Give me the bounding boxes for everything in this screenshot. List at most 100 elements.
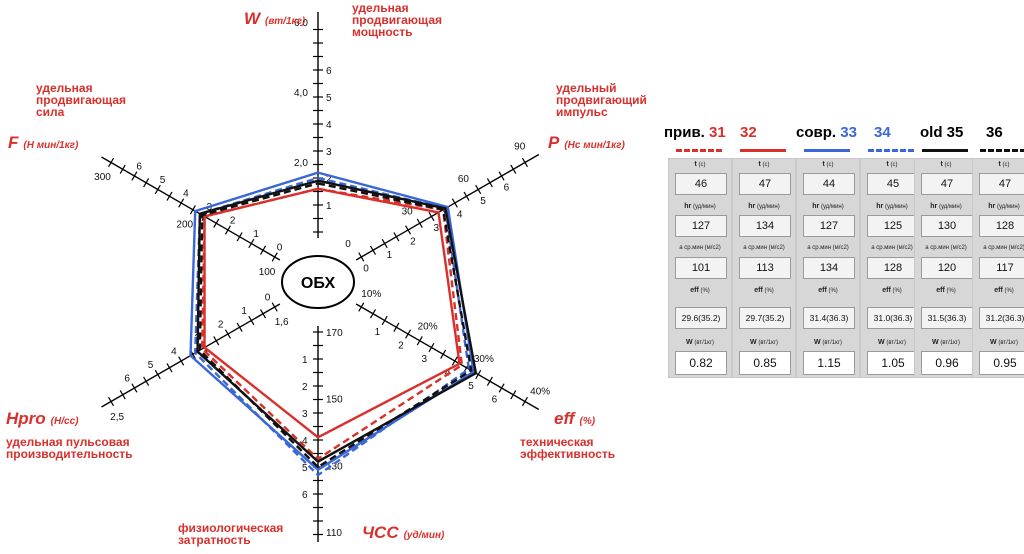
axis-tick: [475, 369, 482, 380]
axis-tick: [486, 376, 493, 386]
axis-tick: [248, 315, 255, 326]
axis-tick: [259, 245, 267, 255]
axis-F: [101, 156, 281, 261]
legend-group: совр.: [796, 124, 837, 141]
axis-tick: [393, 322, 400, 332]
row-label: eff (%): [882, 287, 902, 294]
axis-scale-label: 1: [387, 250, 393, 261]
row-label: W (вт/1кг): [878, 339, 906, 346]
axis-scale-label: 4: [302, 436, 308, 447]
axis-tick: [271, 302, 278, 312]
axis-description: продвигающий: [556, 93, 647, 107]
axis-value-label: 30%: [474, 354, 494, 365]
axis-tick: [358, 252, 365, 262]
axis-tick: [381, 315, 388, 326]
axis-description: продвигающая: [352, 13, 442, 27]
legend-group: old: [920, 124, 943, 141]
radar-chart: 1234562,04,06.00123456030609012345610%20…: [6, 1, 647, 547]
value-box: 125: [867, 215, 919, 237]
value-box: 0.96: [921, 351, 973, 375]
center-oval: [281, 255, 355, 309]
value-box: 46: [675, 173, 727, 195]
value-box: 120: [921, 257, 973, 279]
axis-value-label: 300: [94, 172, 111, 183]
axis-tick: [143, 376, 150, 386]
value-box: 47: [921, 173, 973, 195]
axis-tick: [224, 329, 231, 339]
axis-tick: [131, 383, 138, 393]
value-box: 127: [803, 215, 855, 237]
axis-value-label: 30: [402, 207, 414, 218]
axis-scale-label: 3: [326, 147, 332, 158]
axis-tick: [178, 198, 185, 208]
axis-scale-label: 2: [230, 216, 236, 227]
axis-tick: [498, 383, 505, 393]
axis-tick: [248, 238, 255, 249]
axis-scale-label: 0: [363, 263, 369, 274]
axis-description: затратность: [178, 533, 251, 547]
axis-scale-label: 1: [302, 355, 308, 366]
row-label: W (вт/1кг): [814, 339, 842, 346]
row-label: а ср.мин (м/с2): [871, 245, 913, 251]
axis-value-label: 20%: [418, 322, 438, 333]
axis-tick: [154, 184, 161, 195]
series-35: [196, 179, 478, 464]
row-label: eff (%): [818, 287, 838, 294]
axis-tick: [271, 252, 278, 262]
axis-description: физиологическая: [178, 521, 283, 535]
axis-tick: [416, 218, 423, 228]
axis-description: удельная пульсовая: [6, 435, 130, 449]
axis-tick: [166, 191, 173, 201]
axis-scale-label: 5: [326, 93, 332, 104]
row-label: eff (%): [994, 287, 1014, 294]
value-box: 128: [867, 257, 919, 279]
axis-tick: [213, 218, 220, 228]
row-label: t (с): [940, 161, 952, 168]
axis-title-Hpro: Hpro(Н/сс): [6, 409, 79, 428]
value-box: 0.95: [979, 351, 1024, 375]
axis-tick: [119, 390, 126, 400]
row-label: t (с): [694, 161, 706, 168]
legend-entry-35: old 35: [920, 124, 963, 141]
row-label: eff (%): [690, 287, 710, 294]
row-label: hr (уд/мин): [684, 203, 716, 210]
legend-entry-31: прив. 31: [664, 124, 726, 141]
series-34: [193, 176, 471, 477]
axis-tick: [143, 178, 150, 188]
axis-scale-label: 1: [253, 229, 259, 240]
row-label: hr (уд/мин): [748, 203, 780, 210]
axis-scale-label: 6: [124, 374, 130, 385]
axis-tick: [498, 171, 505, 181]
axis-scale-label: 4: [171, 347, 177, 358]
axis-scale-label: 4: [183, 189, 189, 200]
axis-value-label: 6.0: [294, 18, 308, 29]
axis-title-CHSS: ЧСС(уд/мин): [362, 523, 445, 542]
series-33: [189, 171, 475, 472]
legend-series-number: 33: [840, 124, 857, 141]
axis-value-label: 10%: [361, 289, 381, 300]
axis-value-label: 0: [345, 239, 351, 250]
axis-value-label: 110: [326, 528, 342, 539]
value-box: 29.7(35.2): [739, 307, 791, 329]
axis-scale-label: 0: [265, 293, 271, 304]
series-36: [198, 182, 473, 469]
axis-tick: [369, 309, 377, 319]
axis-tick: [108, 396, 115, 407]
value-box: 0.85: [739, 351, 791, 375]
axis-tick: [369, 245, 377, 255]
axis-description: техническая: [520, 435, 594, 449]
value-box: 101: [675, 257, 727, 279]
axis-tick: [405, 225, 412, 235]
axis-tick: [440, 349, 447, 359]
axis-description: удельный: [556, 81, 617, 95]
axis-title-F: F(Н мин/1кг): [8, 133, 79, 152]
axis-scale-label: 0: [277, 243, 283, 254]
row-label: hr (уд/мин): [876, 203, 908, 210]
axis-scale-label: 4: [457, 209, 463, 220]
axis-scale-label: 2: [398, 340, 404, 351]
value-box: 127: [675, 215, 727, 237]
axis-value-label: 200: [176, 219, 193, 230]
series-32: [203, 187, 461, 439]
